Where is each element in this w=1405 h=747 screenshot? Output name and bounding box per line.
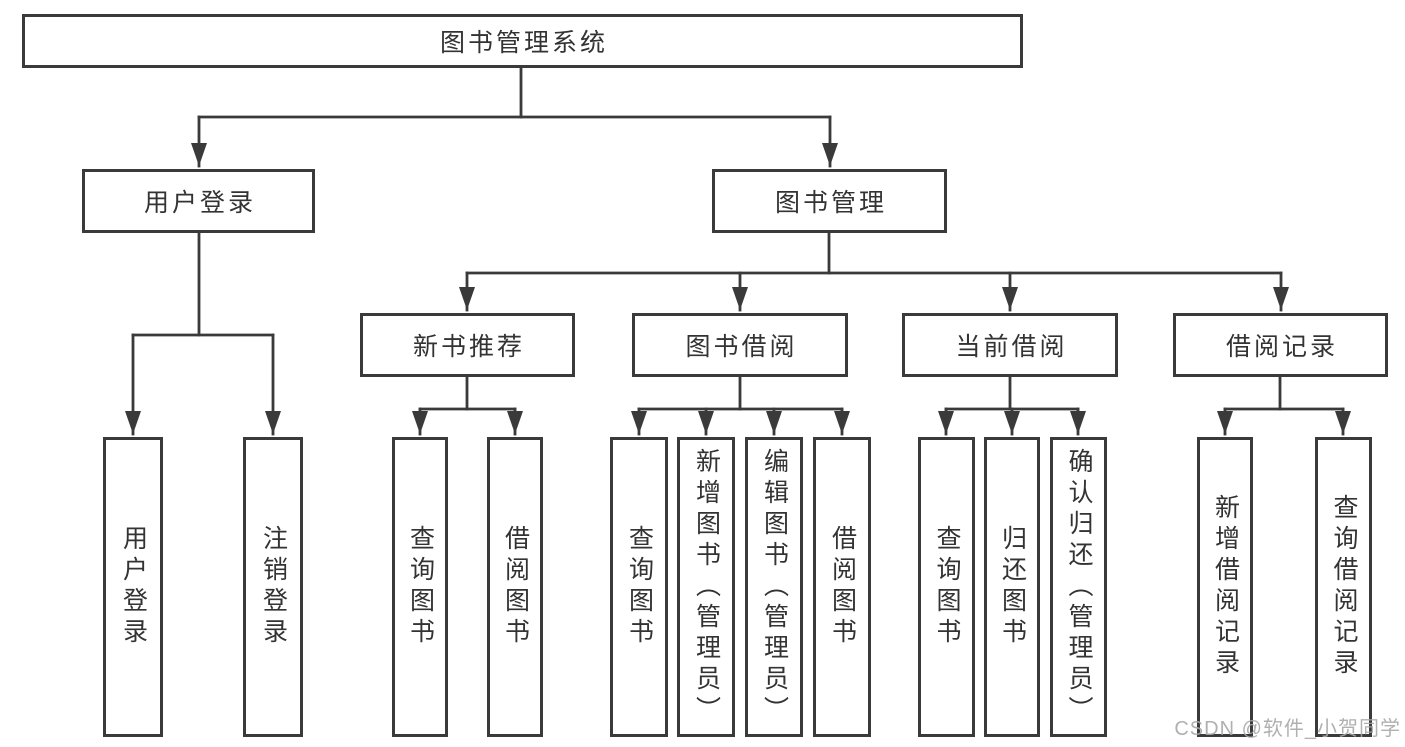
node-label: 查询图书 [933, 525, 961, 649]
leaf-add-book-admin: 新增图书（管理员） [677, 437, 735, 737]
leaf-return-books: 归还图书 [984, 437, 1040, 737]
csdn-watermark: CSDN @软件_小贺同学 [1174, 718, 1401, 740]
node-label: 用户登录 [119, 525, 148, 649]
node-new-book-recommend: 新书推荐 [360, 313, 575, 377]
leaf-confirm-return-admin: 确认归还（管理员） [1050, 437, 1107, 737]
leaf-edit-book-admin: 编辑图书（管理员） [745, 437, 803, 737]
node-label: 确认归还（管理员） [1065, 447, 1093, 727]
leaf-borrow-books: 借阅图书 [813, 437, 871, 737]
node-label: 编辑图书（管理员） [760, 447, 789, 727]
node-label: 新增借阅记录 [1211, 494, 1240, 680]
node-borrow-records: 借阅记录 [1173, 313, 1388, 377]
node-label: 注销登录 [259, 525, 288, 649]
leaf-query-books-recommend: 查询图书 [392, 437, 448, 737]
node-label: 图书借阅 [685, 333, 798, 361]
node-label: 借阅图书 [501, 525, 530, 649]
leaf-add-borrow-record: 新增借阅记录 [1197, 437, 1253, 737]
leaf-user-login: 用户登录 [103, 437, 163, 737]
node-root-library-system: 图书管理系统 [22, 14, 1023, 68]
node-label: 新增图书（管理员） [692, 447, 721, 727]
node-label: 图书管理 [774, 189, 887, 217]
node-label: 借阅图书 [828, 525, 857, 649]
node-label: 图书管理系统 [439, 29, 608, 57]
node-user-login-group: 用户登录 [82, 169, 315, 233]
leaf-query-books-borrow: 查询图书 [610, 437, 668, 737]
leaf-query-borrow-record: 查询借阅记录 [1315, 437, 1372, 737]
node-label: 用户登录 [143, 189, 256, 217]
node-book-borrow: 图书借阅 [632, 313, 848, 377]
node-current-borrow: 当前借阅 [902, 313, 1118, 377]
node-book-management: 图书管理 [712, 169, 947, 233]
node-label: 查询借阅记录 [1330, 494, 1358, 680]
node-label: 新书推荐 [412, 333, 525, 361]
node-label: 当前借阅 [955, 333, 1068, 361]
node-label: 查询图书 [406, 525, 435, 649]
node-label: 借阅记录 [1225, 333, 1338, 361]
node-label: 查询图书 [625, 525, 654, 649]
leaf-borrow-books-recommend: 借阅图书 [487, 437, 543, 737]
leaf-logout: 注销登录 [243, 437, 303, 737]
node-label: 归还图书 [998, 525, 1027, 649]
leaf-query-books-current: 查询图书 [918, 437, 975, 737]
